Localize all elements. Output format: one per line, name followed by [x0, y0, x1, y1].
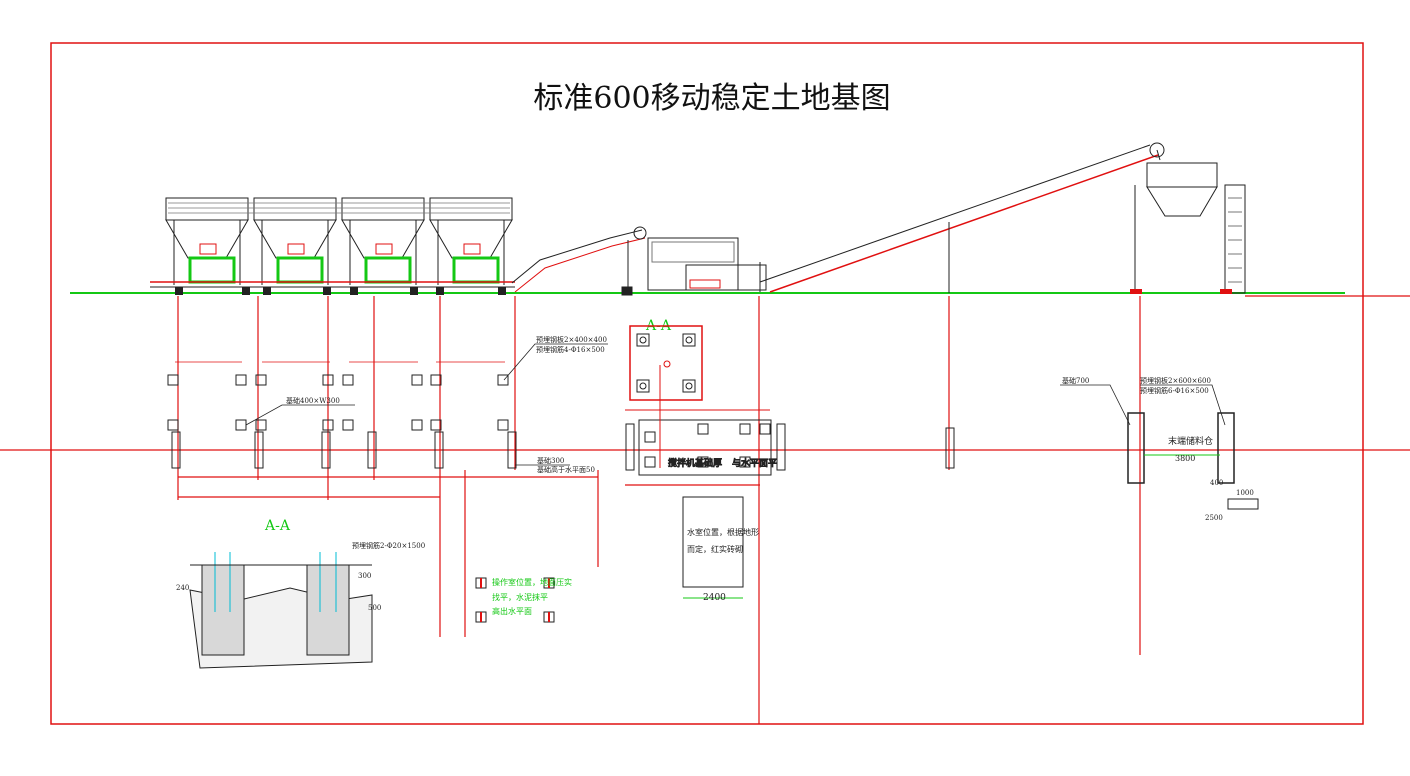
control-room: 操作室位置，地面压实 找平，水泥抹平 高出水平面	[475, 577, 572, 623]
mixer-unit	[621, 237, 767, 296]
bin-dim-3800: 3800	[1175, 454, 1195, 463]
bin-anchor-spec-2: 预埋钢筋6-Φ16×500	[1140, 386, 1209, 395]
bin-dim-1000: 1000	[1236, 489, 1254, 497]
control-room-label-1: 操作室位置，地面压实	[492, 577, 572, 587]
annotations	[245, 343, 1226, 466]
section-rebar-spec: 预埋钢筋2-Φ20×1500	[352, 541, 425, 550]
bin-anchor-spec-1: 预埋钢板2×600×600	[1140, 376, 1211, 385]
section-dim-500: 500	[368, 604, 381, 612]
hopper-anchor-spec-2: 预埋钢筋4-Φ16×500	[536, 345, 605, 354]
bin-dim-400: 400	[1210, 479, 1223, 487]
hopper-col-spec: 基础400×W300	[286, 396, 340, 405]
drawing-title: 标准600移动稳定土地基图	[533, 81, 890, 116]
section-aa-title: A-A	[264, 518, 291, 534]
water-room-label-2: 而定，红实砖砌	[687, 544, 743, 554]
section-dim-240: 240	[176, 584, 189, 592]
storage-bin-plan: 末端储料仓 3800 1000 2500 400	[945, 412, 1259, 522]
guide-lines	[0, 295, 1410, 724]
hopper-2	[253, 197, 337, 285]
storage-bin-label: 末端储料仓	[1168, 435, 1213, 447]
bin-dim-2500: 2500	[1205, 514, 1223, 522]
control-room-label-2: 找平，水泥抹平	[492, 592, 548, 602]
hopper-anchor-spec-1: 预埋钢板2×400×400	[536, 335, 607, 344]
water-room-width: 2400	[703, 593, 726, 603]
small-col-spec-2: 基础高于水平面50	[537, 465, 595, 474]
hopper-1	[165, 197, 249, 285]
hopper-4	[429, 197, 513, 285]
inclined-conveyor	[759, 142, 1165, 293]
hopper-foundation-plan	[167, 361, 517, 469]
pier-spec: 基础700	[1062, 376, 1089, 385]
section-aa-detail: A-A 300 500 240	[176, 518, 381, 669]
mixer-base-label: 搅拌机基础厚	[668, 457, 722, 469]
aggregate-hoppers	[150, 197, 515, 295]
collecting-belt	[511, 226, 647, 293]
storage-bin-elevation	[1130, 162, 1246, 294]
control-room-label-3: 高出水平面	[492, 606, 532, 616]
drawing-frame	[50, 42, 1364, 725]
water-room-label-1: 水室位置，根据地形	[687, 527, 759, 537]
water-room: 水室位置，根据地形 而定，红实砖砌 2400	[682, 496, 759, 603]
small-col-spec-1: 基础300	[537, 456, 564, 465]
mixer-foundation-plan: 搅拌机基础厚 与水平面平	[625, 365, 786, 476]
hopper-3	[341, 197, 425, 285]
anchor-detail-aa: A-A	[629, 318, 703, 401]
section-dim-300: 300	[358, 572, 371, 580]
level-note-label: 与水平面平	[732, 457, 777, 469]
